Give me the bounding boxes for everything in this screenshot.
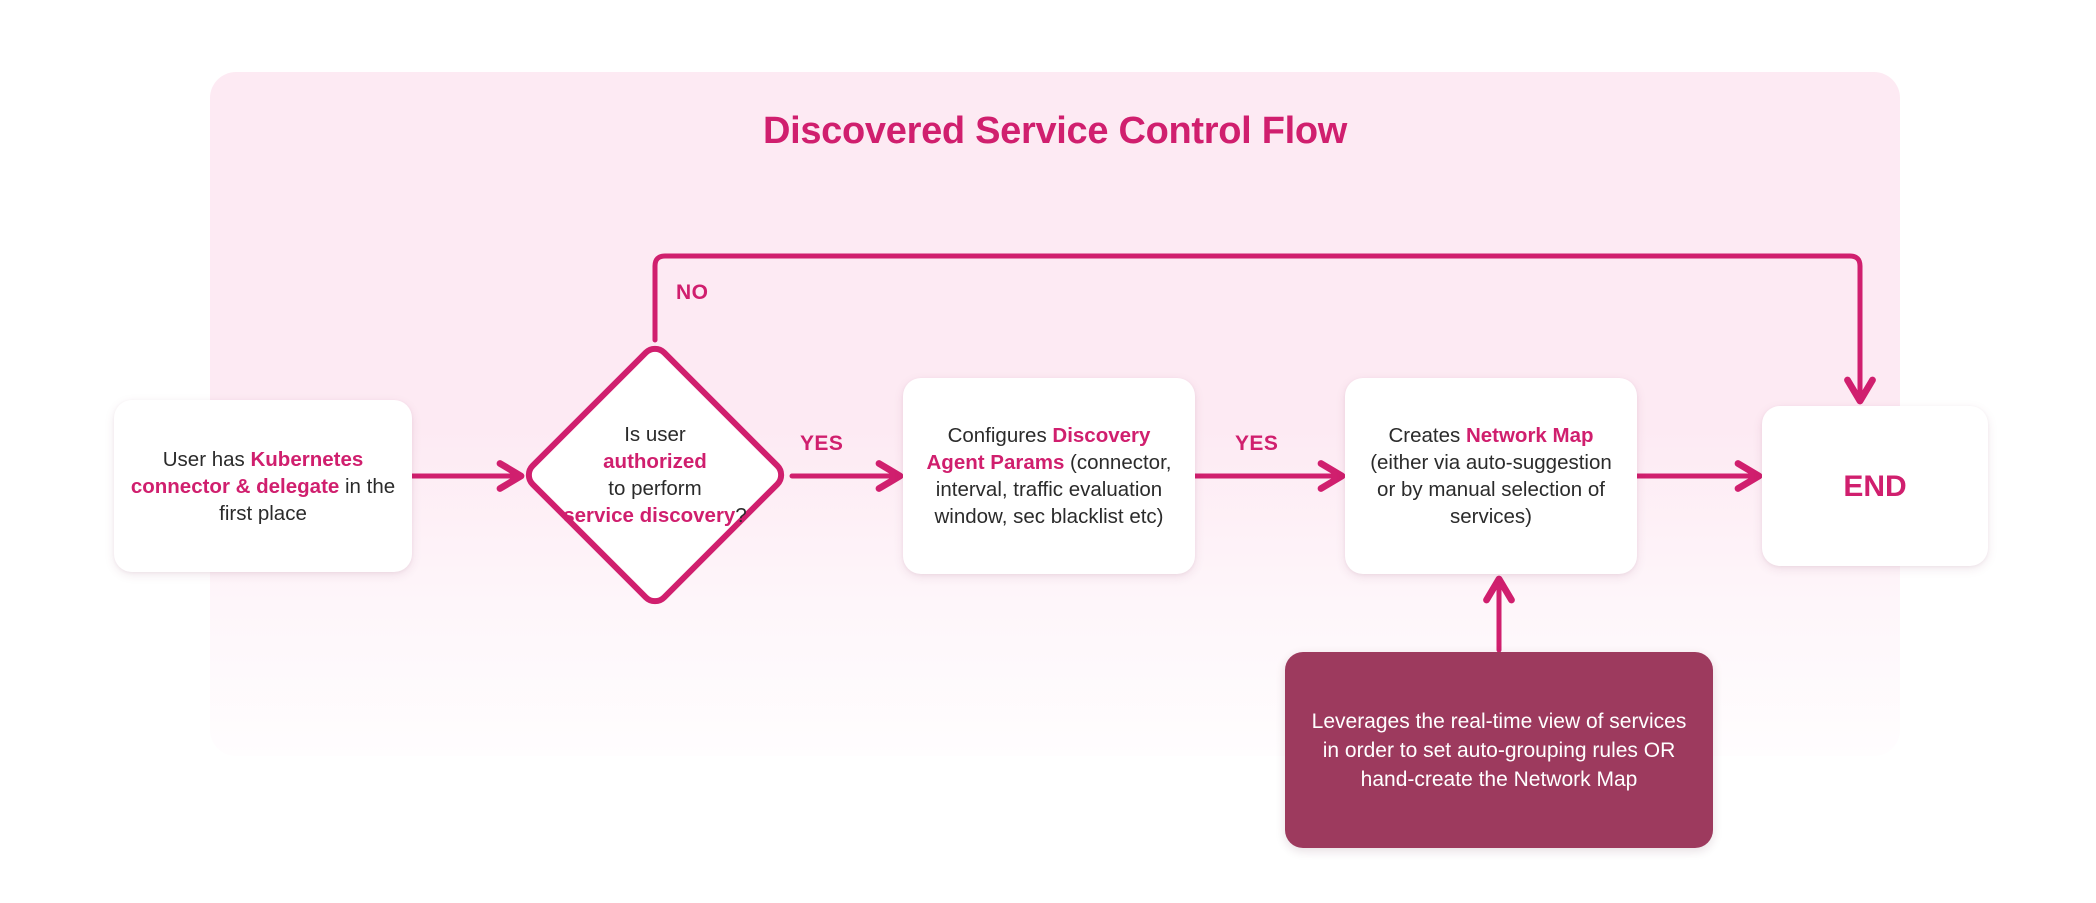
edge-label-yes-1: YES [800, 432, 844, 455]
page-title: Discovered Service Control Flow [762, 110, 1348, 152]
node-end-label: END [1843, 469, 1907, 503]
node-networkmap-seg-2: (either via auto-suggestion or by manual… [1370, 451, 1612, 528]
node-decision-seg-1: authorized [603, 450, 707, 473]
node-networkmap-seg-0: Creates [1388, 424, 1466, 447]
node-configure-seg-0: Configures [947, 424, 1053, 447]
node-user-has-connector[interactable]: User has Kubernetes connector & delegate… [114, 400, 412, 572]
edge-label-yes-2: YES [1235, 432, 1279, 455]
node-creates-network-map[interactable]: Creates Network Map (either via auto-sug… [1345, 378, 1637, 574]
node-configure-discovery-agent[interactable]: Configures Discovery Agent Params (conne… [903, 378, 1195, 574]
node-networkmap-seg-1: Network Map [1465, 424, 1594, 447]
node-user-seg-2: in the first place [219, 474, 396, 525]
node-decision-text: Is user authorized to perform service di… [520, 340, 790, 610]
node-user-seg-0: User has [162, 447, 251, 471]
node-decision-authorized[interactable]: Is user authorized to perform service di… [519, 339, 791, 611]
node-user-text: User has Kubernetes connector & delegate… [128, 446, 398, 527]
node-configure-seg-2: (connector, interval, traffic evaluation… [934, 451, 1172, 528]
node-decision-seg-2: to perform [608, 477, 702, 500]
node-configure-text: Configures Discovery Agent Params (conne… [917, 422, 1181, 530]
node-configure-seg-1: Discovery Agent Params [926, 424, 1151, 474]
node-end[interactable]: END [1762, 406, 1988, 566]
node-note-text: Leverages the real-time view of services… [1311, 709, 1687, 791]
node-networkmap-text: Creates Network Map (either via auto-sug… [1359, 422, 1623, 530]
edge-label-no: NO [676, 281, 709, 304]
node-note-leverages-realtime-view[interactable]: Leverages the real-time view of services… [1285, 652, 1713, 848]
node-user-seg-1: Kubernetes connector & delegate [130, 447, 364, 498]
node-decision-seg-0: Is user [624, 423, 686, 446]
edge-decision-to-end-no [652, 253, 1876, 405]
node-decision-seg-4: ? [735, 504, 747, 527]
node-decision-seg-3: service discovery [563, 504, 736, 527]
